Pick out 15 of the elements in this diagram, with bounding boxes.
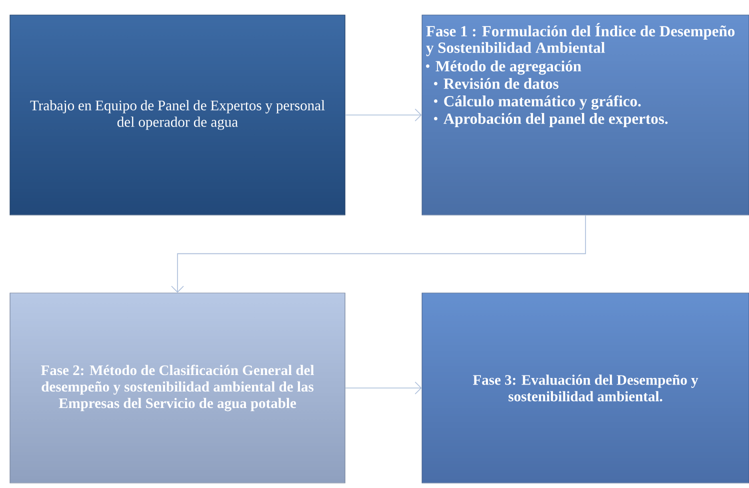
box-text: Fase 2: Método de Clasificación General del desempeño y sostenibilidad ambiental de las Empresas del Servicio de agua potable <box>41 364 314 412</box>
process-box <box>422 14 749 216</box>
process-box <box>10 14 346 216</box>
list-item: Aprobación del panel de expertos. <box>444 113 668 128</box>
process-box <box>422 292 749 484</box>
arrow <box>344 382 422 394</box>
heading: Fase 1 : Formulación del Índice de Desempeño y Sostenibilidad Ambiental <box>426 23 735 56</box>
box-text: Fase 3: Evaluación del Desempeño y sostenibilidad ambiental. <box>472 374 698 402</box>
arrow <box>171 214 586 293</box>
box-text: Trabajo en Equipo de Panel de Expertos y personal del operador de agua <box>30 100 325 130</box>
list-item: Revisión de datos <box>444 78 558 89</box>
process-box <box>10 292 346 484</box>
list-item: Cálculo matemático y gráfico. <box>444 95 641 110</box>
list-item: Método de agregación <box>436 60 582 75</box>
arrow <box>344 108 422 122</box>
